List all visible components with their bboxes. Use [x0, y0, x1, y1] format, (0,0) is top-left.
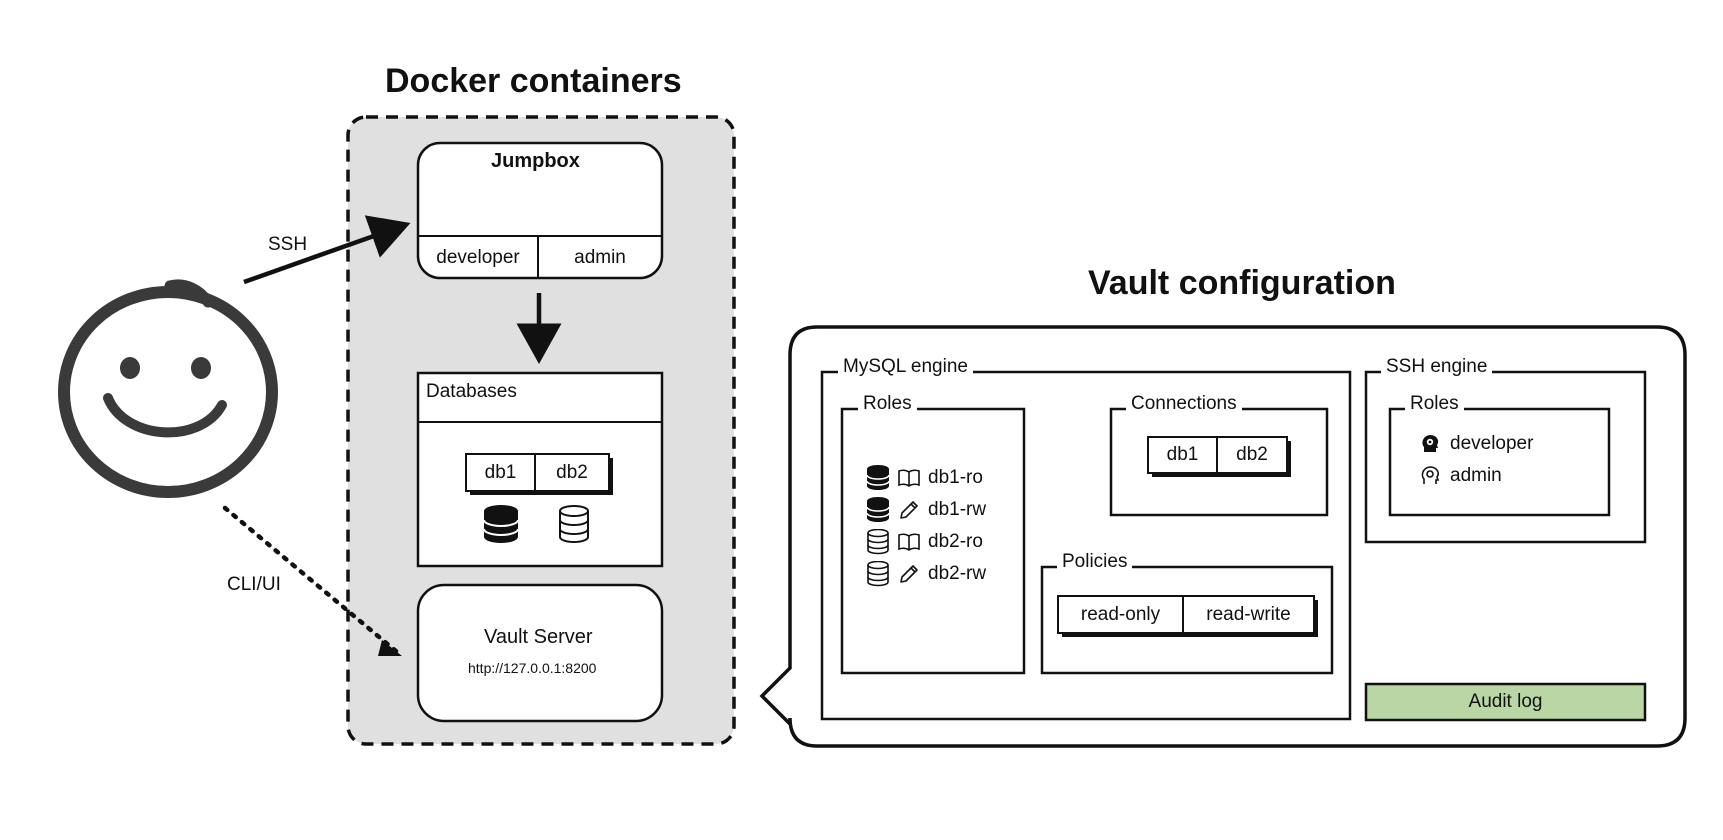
user-gear-filled-icon	[1420, 433, 1442, 455]
database-filled-icon	[483, 505, 519, 543]
ssh-engine-title: SSH engine	[1381, 356, 1493, 378]
database-filled-icon	[866, 465, 890, 491]
docker-containers-title: Docker containers	[385, 62, 682, 100]
policy-read-only: read-only	[1080, 603, 1161, 625]
database-db2: db2	[556, 461, 588, 483]
pencil-icon	[898, 500, 920, 520]
user-smiley-icon	[58, 279, 278, 498]
mysql-engine-frame	[820, 370, 1352, 721]
mysql-role-row: db1-ro	[866, 465, 983, 491]
database-outline-icon	[559, 505, 589, 543]
jumpbox-title: Jumpbox	[491, 150, 580, 172]
database-outline-icon	[866, 561, 890, 587]
database-db1: db1	[484, 461, 517, 483]
ssh-role-row: developer	[1420, 433, 1533, 455]
ssh-roles-frame	[1388, 407, 1611, 517]
vault-server-title: Vault Server	[484, 626, 593, 648]
policies-frame	[1040, 565, 1334, 675]
mysql-role-row: db2-rw	[866, 561, 986, 587]
mysql-role-label: db1-rw	[928, 499, 987, 520]
ssh-role-row: admin	[1420, 465, 1502, 487]
mysql-roles-title: Roles	[858, 393, 917, 415]
mysql-roles-frame	[840, 407, 1026, 675]
mysql-role-label: db2-rw	[928, 563, 987, 584]
ssh-arrow	[243, 215, 411, 285]
vault-server-url: http://127.0.0.1:8200	[468, 660, 597, 676]
jumpbox-user-developer: developer	[436, 247, 520, 268]
mysql-role-row: db1-rw	[866, 497, 986, 523]
user-gear-outline-icon	[1420, 465, 1442, 487]
cli-edge-label: CLI/UI	[227, 574, 281, 595]
mysql-role-label: db1-ro	[928, 467, 983, 488]
book-icon	[898, 533, 920, 551]
connection-db1: db1	[1166, 444, 1199, 465]
connections-title: Connections	[1126, 393, 1242, 415]
ssh-engine-frame	[1364, 370, 1647, 544]
connection-db2: db2	[1236, 444, 1268, 465]
vault-configuration-bubble	[759, 325, 1687, 748]
databases-title: Databases	[426, 381, 517, 402]
ssh-role-label: developer	[1450, 433, 1534, 454]
mysql-role-label: db2-ro	[928, 531, 983, 552]
mysql-role-row: db2-ro	[866, 529, 983, 555]
jumpbox-user-admin: admin	[574, 247, 626, 268]
policies-title: Policies	[1057, 551, 1133, 573]
pencil-icon	[898, 564, 920, 584]
database-filled-icon	[866, 497, 890, 523]
cli-arrow	[222, 505, 400, 655]
ssh-roles-title: Roles	[1405, 393, 1464, 415]
ssh-edge-label: SSH	[268, 234, 308, 255]
vault-server-box	[416, 583, 664, 723]
book-icon	[898, 469, 920, 487]
vault-configuration-title: Vault configuration	[1088, 264, 1396, 302]
policy-read-write: read-write	[1206, 603, 1291, 625]
audit-log-box	[1364, 682, 1647, 722]
database-outline-icon	[866, 529, 890, 555]
audit-log-label: Audit log	[1468, 691, 1543, 712]
ssh-role-label: admin	[1450, 465, 1502, 486]
jumpbox-box	[416, 141, 664, 280]
mysql-engine-title: MySQL engine	[838, 356, 973, 378]
